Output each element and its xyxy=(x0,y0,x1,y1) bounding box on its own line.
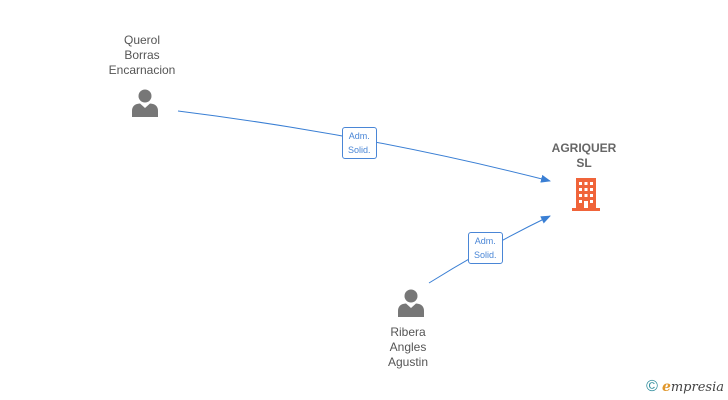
brand-e: e xyxy=(661,379,671,395)
person-name-querol[interactable]: Querol Borras Encarnacion xyxy=(108,33,176,77)
person-name-ribera[interactable]: Ribera Angles Agustin xyxy=(387,325,429,369)
edge-label-adm-solid: Adm. Solid. xyxy=(468,232,503,264)
person-icon[interactable] xyxy=(396,288,426,318)
brand-rest: mpresia xyxy=(670,379,724,395)
empresia-logo: © e mpresia xyxy=(646,378,724,396)
person-icon[interactable] xyxy=(130,88,160,118)
copyright-icon: © xyxy=(646,378,658,395)
company-name[interactable]: AGRIQUER SL xyxy=(551,141,617,170)
edge-label-adm-solid: Adm. Solid. xyxy=(342,127,377,159)
building-icon[interactable] xyxy=(570,176,602,212)
